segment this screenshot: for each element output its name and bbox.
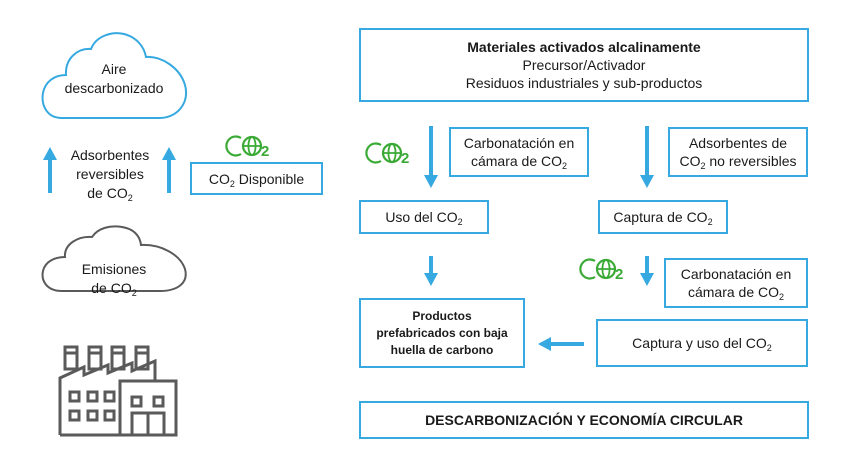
subscript: 2 xyxy=(700,161,706,171)
carbonatacion2-line2: cámara de CO2 xyxy=(687,283,785,302)
cloud-bottom-line2: de CO2 xyxy=(40,279,188,298)
arrow-down-icon xyxy=(424,126,438,188)
co2-disponible-text: CO2 Disponible xyxy=(208,170,305,189)
adsorbentes-line2: reversibles xyxy=(76,166,144,182)
materiales-line2: Precursor/Activador xyxy=(522,57,646,73)
adsorbentes-no-rev-line2: CO2 no reversibles xyxy=(679,152,797,171)
cloud-bottom-line1: Emisiones xyxy=(81,261,147,277)
carbonatacion-line1: Carbonatación en xyxy=(463,135,575,151)
productos-line1: Productos xyxy=(412,308,472,323)
materiales-title: Materiales activados alcalinamente xyxy=(467,39,701,55)
co2-text: CO xyxy=(208,170,230,187)
subscript: 2 xyxy=(707,217,713,227)
arrow-down-icon xyxy=(640,126,654,188)
subscript: 2 xyxy=(766,343,772,353)
cloud-top-line2: descarbonizado xyxy=(64,80,164,96)
co2-text: de CO xyxy=(87,185,128,201)
arrow-up-left-icon xyxy=(43,147,57,193)
disponible-text: Disponible xyxy=(234,170,305,187)
subscript: 2 xyxy=(779,292,785,302)
arrow-down-icon xyxy=(640,256,654,286)
co2-globe-icon xyxy=(225,135,271,162)
subscript: 2 xyxy=(229,178,235,189)
factory-icon xyxy=(58,345,178,437)
captura-co2-box: Captura de CO2 xyxy=(598,200,728,234)
arrow-left-icon xyxy=(538,337,584,351)
subscript: 2 xyxy=(127,193,133,203)
uso-co2-text: Uso del CO2 xyxy=(385,208,463,227)
cloud-top-label: Aire descarbonizado xyxy=(40,60,188,98)
uso-co2-box: Uso del CO2 xyxy=(359,200,489,234)
co2-text: cámara de CO xyxy=(687,284,780,300)
productos-line2: prefabricados con baja xyxy=(376,325,508,340)
cloud-emisiones-icon xyxy=(41,225,187,292)
subscript: 2 xyxy=(562,161,568,171)
co2-text: CO xyxy=(679,153,701,169)
captura-text: Captura de CO xyxy=(613,209,708,225)
carbonatacion2-line1: Carbonatación en xyxy=(680,266,792,282)
carbonatacion-line2: cámara de CO2 xyxy=(470,152,568,171)
cloud-bottom-label: Emisiones de CO2 xyxy=(40,260,188,298)
adsorbentes-line3: de CO2 xyxy=(60,184,160,203)
co2-globe-icon xyxy=(579,258,625,285)
subscript: 2 xyxy=(131,288,137,298)
co2-disponible-box: CO2 Disponible xyxy=(190,162,323,195)
adsorbentes-line1: Adsorbentes xyxy=(70,147,150,163)
carbonatacion-camara-box-1: Carbonatación en cámara de CO2 xyxy=(449,127,589,177)
materiales-activados-box: Materiales activados alcalinamente Precu… xyxy=(359,28,809,102)
adsorbentes-no-reversibles-box: Adsorbentes de CO2 no reversibles xyxy=(668,127,808,177)
co2-globe-icon xyxy=(365,142,411,169)
co2-text: cámara de CO xyxy=(470,153,563,169)
arrow-up-right-icon xyxy=(162,147,176,193)
cloud-aire-descarbonizado-icon xyxy=(41,32,188,119)
descarbonizacion-footer-box: DESCARBONIZACIÓN Y ECONOMÍA CIRCULAR xyxy=(359,401,809,439)
adsorbentes-no-rev-line1: Adsorbentes de xyxy=(688,135,788,151)
subscript: 2 xyxy=(457,217,463,227)
carbonatacion-camara-box-2: Carbonatación en cámara de CO2 xyxy=(664,258,808,308)
arrow-down-icon xyxy=(424,256,438,286)
footer-text: DESCARBONIZACIÓN Y ECONOMÍA CIRCULAR xyxy=(425,412,743,428)
uso-text: Uso del CO xyxy=(385,209,458,225)
productos-line3: huella de carbono xyxy=(390,342,494,357)
captura-uso-co2-box: Captura y uso del CO2 xyxy=(596,319,808,367)
captura-uso-prefix: Captura y uso del CO xyxy=(632,335,767,351)
captura-co2-text: Captura de CO2 xyxy=(613,208,713,227)
materiales-line3: Residuos industriales y sub-productos xyxy=(465,75,703,91)
cloud-top-line1: Aire xyxy=(101,61,127,77)
productos-prefabricados-box: Productos prefabricados con baja huella … xyxy=(359,298,525,368)
no-reversibles-text: no reversibles xyxy=(705,153,797,169)
captura-uso-text: Captura y uso del CO2 xyxy=(632,334,772,353)
adsorbentes-reversibles-label: Adsorbentes reversibles de CO2 xyxy=(60,146,160,203)
co2-text: de CO xyxy=(91,280,132,296)
